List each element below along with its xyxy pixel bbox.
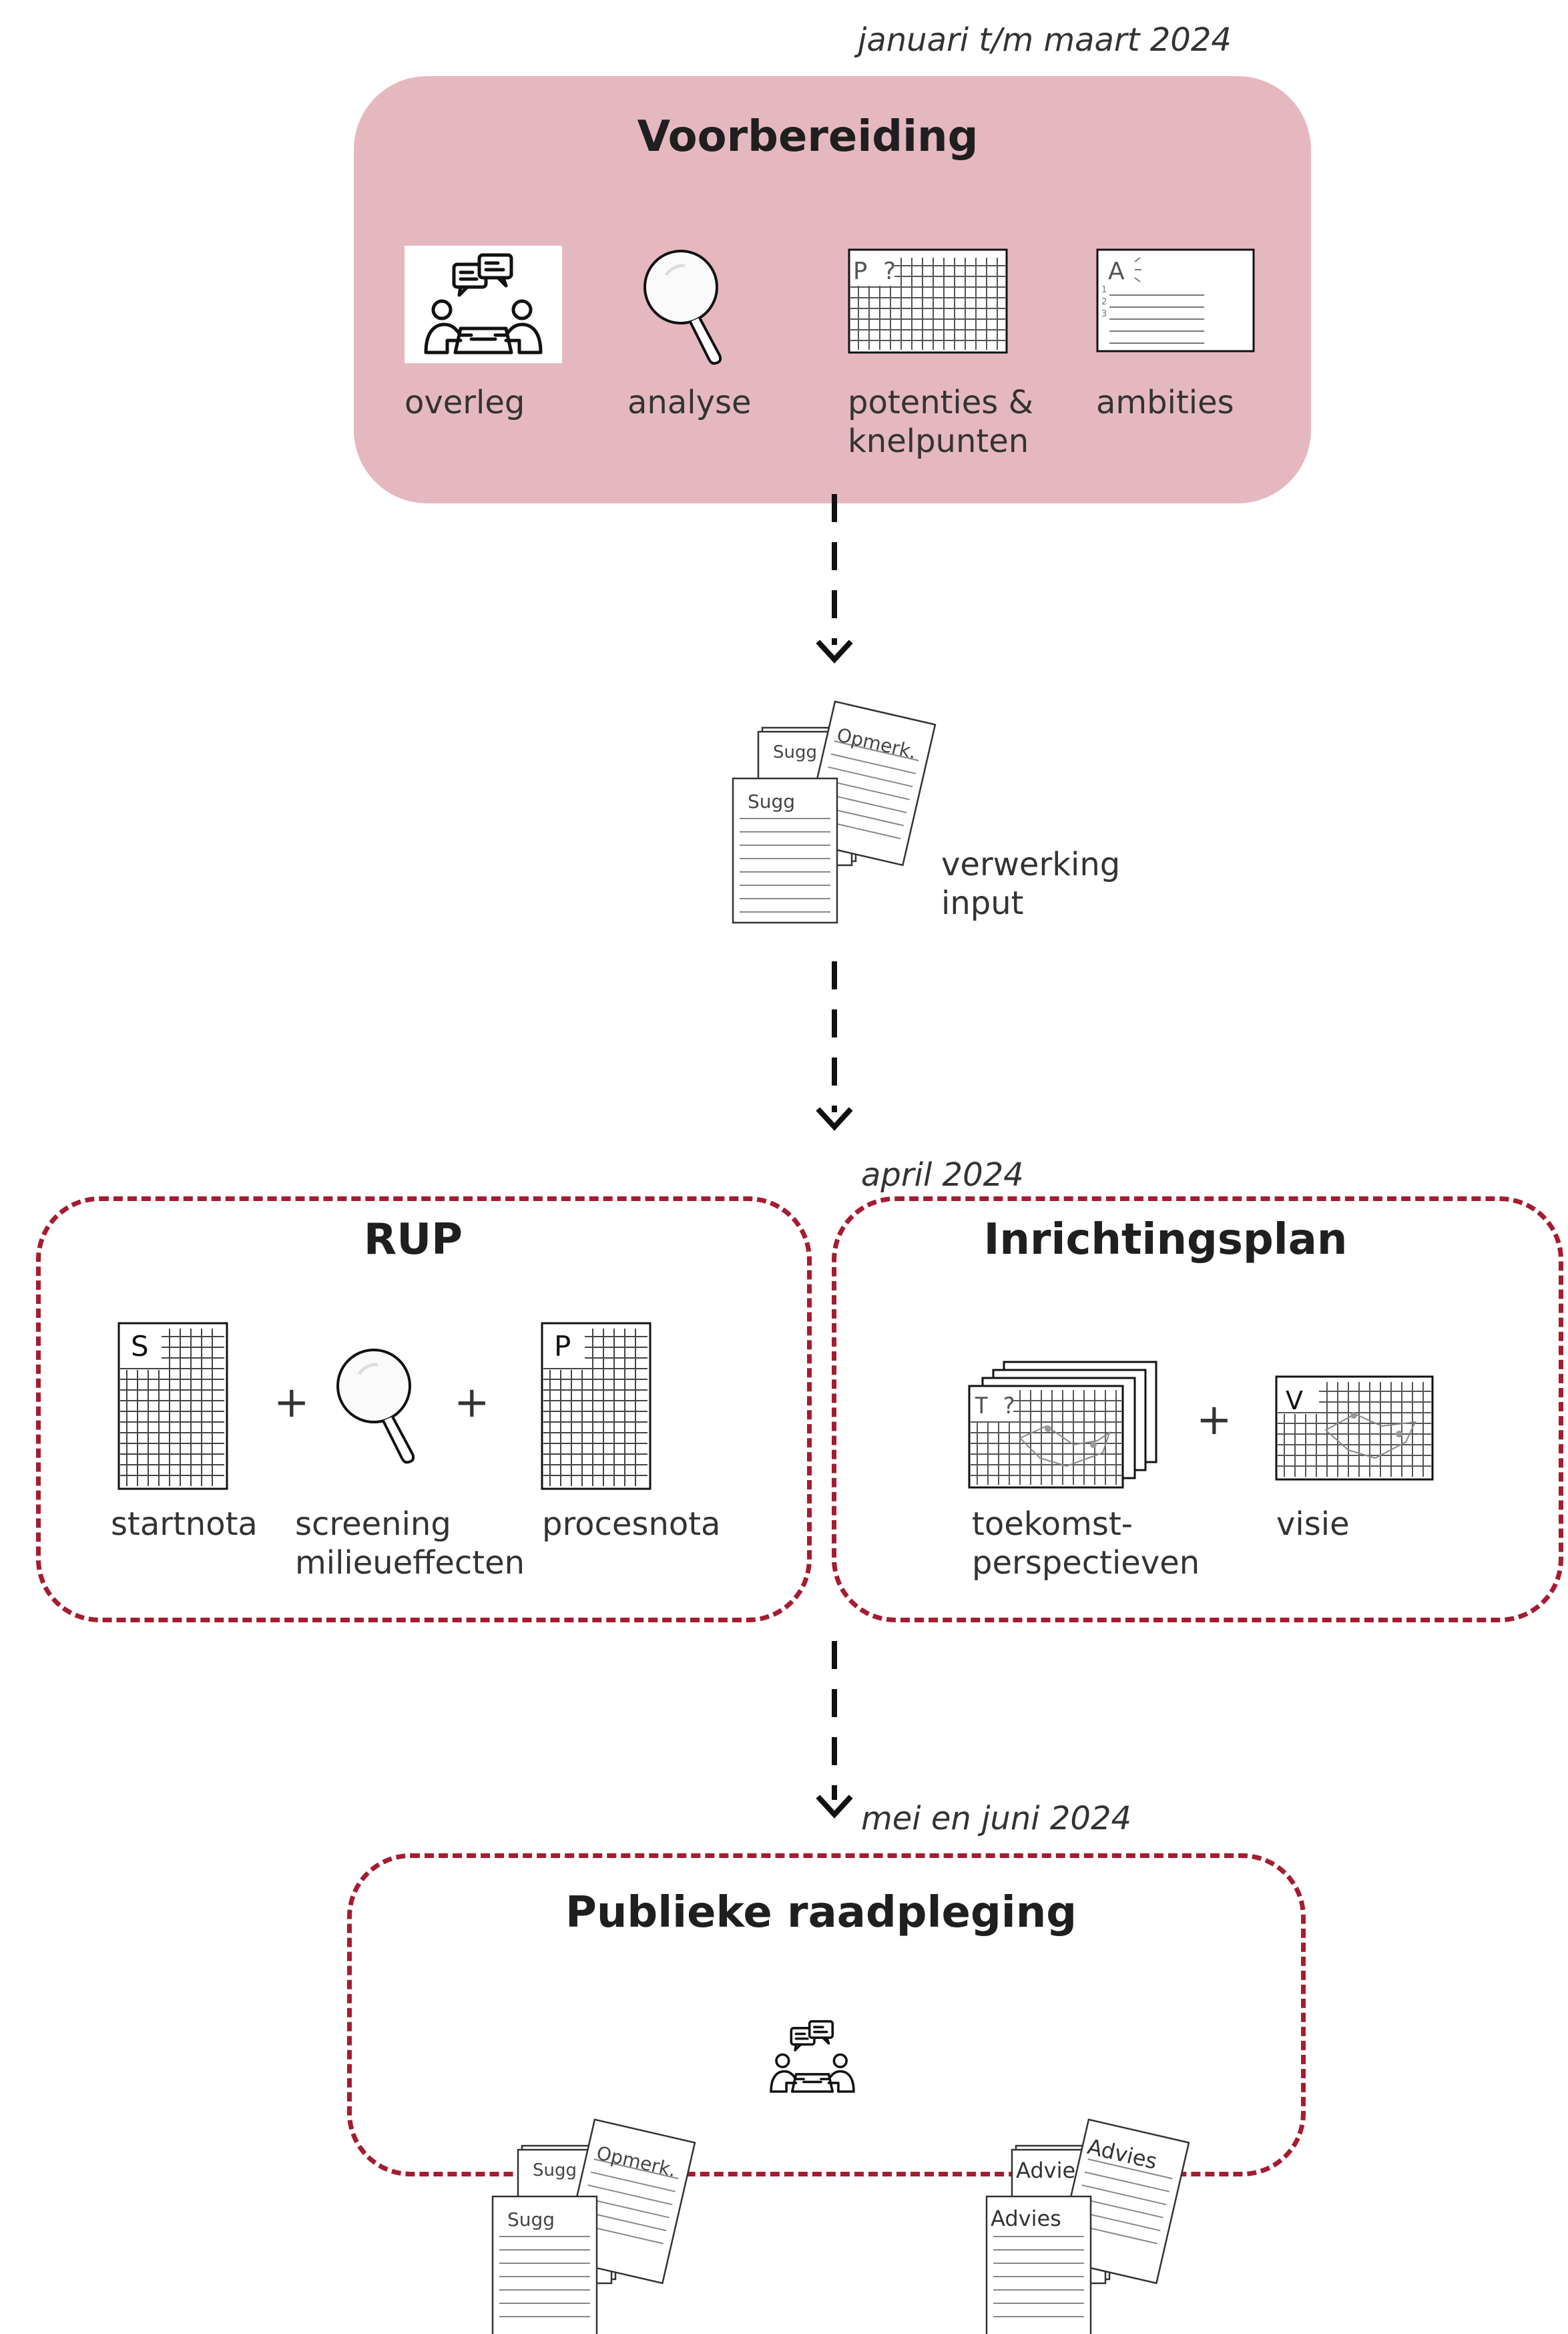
rup-label-milieueffecten: milieueffecten: [295, 1544, 525, 1582]
date-consultation: mei en juni 2024: [861, 1800, 1132, 1837]
consultation-documents-left-icon: [491, 2118, 696, 2334]
consultation-right-doc-front-label: Advies: [991, 2206, 1061, 2231]
input-documents-icon: [732, 700, 937, 924]
magnifier-icon: [643, 250, 722, 365]
rup-plus-2: +: [454, 1378, 490, 1427]
startnota-glyph: S: [131, 1330, 149, 1363]
vision-glyph: V: [1286, 1386, 1303, 1415]
input-doc-back-label: Sugg: [773, 742, 817, 762]
input-doc-front-label: Sugg: [748, 790, 796, 812]
preparation-label-overleg: overleg: [405, 384, 525, 421]
inrichtingsplan-box: [832, 1196, 1563, 1622]
potenties-glyph: P ?: [853, 258, 897, 285]
input-label-line2: input: [941, 885, 1024, 922]
rup-plus-1: +: [274, 1378, 310, 1427]
ambities-glyph: A: [1108, 258, 1125, 285]
vision-grid-icon: [1275, 1375, 1434, 1481]
startnota-grid-icon: [117, 1322, 228, 1490]
preparation-label-knelpunten: knelpunten: [848, 423, 1029, 460]
arrow-2-head: [816, 1107, 853, 1131]
arrow-3-head: [816, 1795, 853, 1819]
consultation-left-doc-back-label: Sugg: [533, 2160, 577, 2180]
input-label-line1: verwerking: [941, 846, 1121, 883]
grid-map-p-icon: [848, 248, 1008, 354]
consultation-title: Publieke raadpleging: [565, 1888, 1077, 1937]
arrow-1-head: [816, 640, 853, 664]
meeting-icon-tile: [405, 246, 562, 363]
label-visie: visie: [1276, 1505, 1350, 1543]
svg-text:3: 3: [1101, 309, 1107, 319]
consultation-box: [347, 1853, 1306, 2176]
label-toekomst: toekomst-: [972, 1505, 1133, 1543]
rup-label-startnota: startnota: [111, 1505, 258, 1543]
preparation-label-analyse: analyse: [627, 384, 752, 421]
inrichtingsplan-plus: +: [1196, 1395, 1232, 1445]
label-perspectieven: perspectieven: [972, 1544, 1200, 1582]
screening-magnifier-icon: [336, 1349, 415, 1464]
preparation-label-potenties: potenties &: [848, 384, 1033, 421]
svg-text:2: 2: [1101, 297, 1107, 307]
date-april: april 2024: [861, 1156, 1024, 1194]
future-perspectives-stack-icon: [968, 1361, 1157, 1489]
procesnota-grid-icon: [541, 1322, 651, 1490]
meeting-icon: [424, 253, 543, 355]
rup-title: RUP: [363, 1215, 463, 1264]
date-preparation: januari t/m maart 2024: [858, 21, 1232, 59]
consultation-documents-right-icon: [985, 2118, 1190, 2334]
rup-box: [36, 1196, 812, 1622]
inrichtingsplan-title: Inrichtingsplan: [983, 1215, 1348, 1264]
future-perspectives-glyph: T ?: [975, 1393, 1016, 1419]
consultation-left-doc-front-label: Sugg: [507, 2208, 555, 2231]
rup-label-procesnota: procesnota: [542, 1505, 721, 1543]
preparation-label-ambities: ambities: [1096, 384, 1234, 421]
ambitions-sheet-icon: 1 2 3: [1096, 248, 1255, 353]
procesnota-glyph: P: [554, 1330, 571, 1363]
consultation-meeting-icon: [770, 2020, 855, 2093]
rup-label-screening: screening: [295, 1505, 451, 1543]
consultation-right-doc-back-label: Advie: [1016, 2158, 1076, 2183]
svg-text:1: 1: [1101, 285, 1107, 295]
preparation-title: Voorbereiding: [637, 112, 979, 162]
